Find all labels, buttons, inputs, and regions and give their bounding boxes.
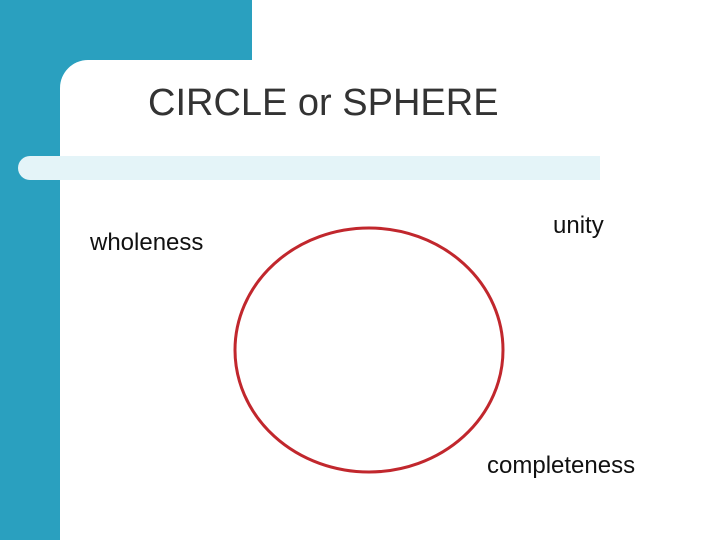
left-accent-bar (0, 0, 60, 540)
content-panel (60, 60, 720, 540)
title-underline-bar (18, 156, 600, 180)
circle-shape (233, 226, 505, 474)
label-wholeness: wholeness (90, 229, 204, 256)
label-completeness: completeness (487, 452, 636, 479)
slide-title: CIRCLE or SPHERE (148, 82, 499, 124)
label-unity: unity (553, 212, 604, 239)
